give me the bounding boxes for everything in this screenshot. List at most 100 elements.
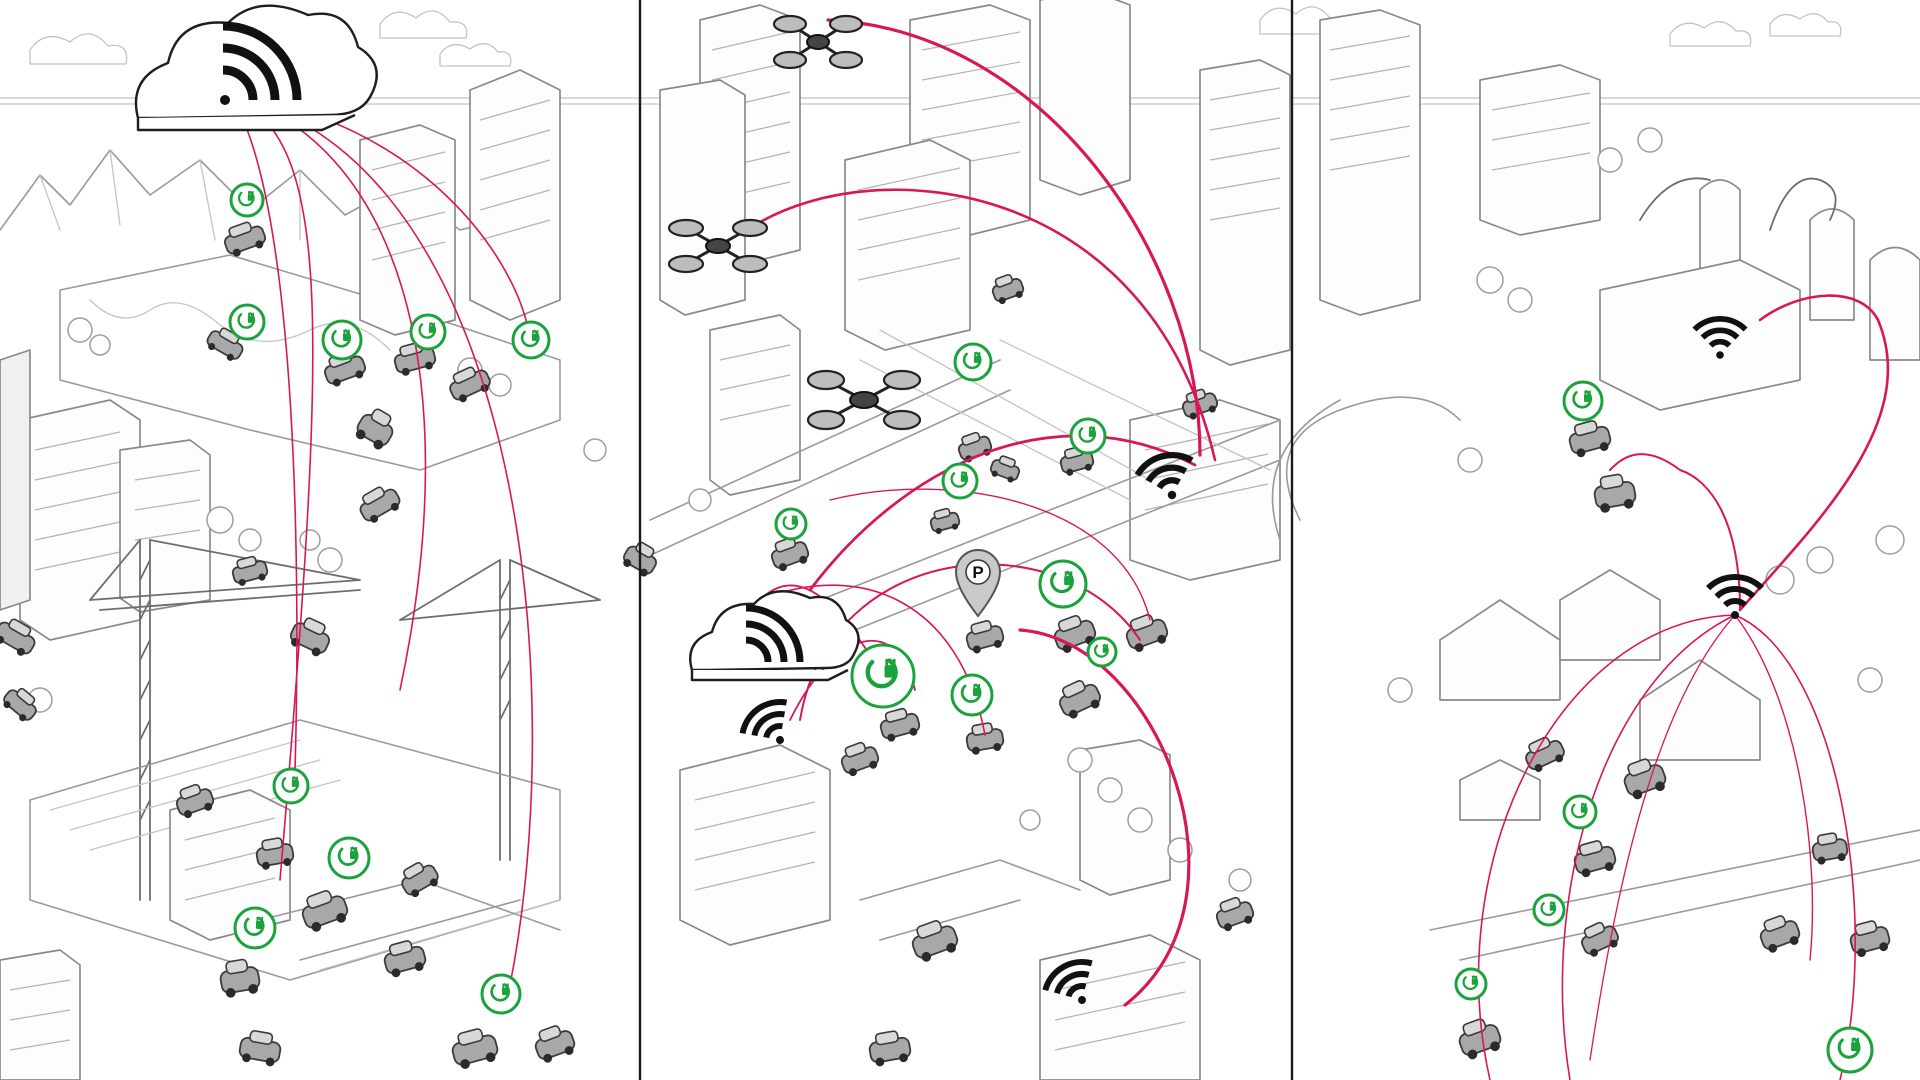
parking-letter: P [972, 563, 983, 582]
ev-charging-icon [1826, 1026, 1874, 1074]
car [965, 620, 1005, 654]
car [957, 431, 993, 463]
car [929, 507, 961, 535]
connection-line [829, 488, 1151, 621]
icon-layer: P [134, 4, 1874, 1074]
car [355, 408, 394, 450]
car [1215, 896, 1255, 932]
ev-charging-icon [480, 973, 522, 1015]
connection-line [1589, 614, 1736, 1061]
car [1593, 473, 1637, 513]
ev-charging-icon [272, 767, 310, 805]
wireless-signal-icons [739, 316, 1764, 1004]
car [965, 722, 1005, 755]
car [449, 366, 491, 403]
ev-charging-icon [327, 836, 371, 880]
wireless-cloud-icon [689, 590, 860, 682]
connection-line [1734, 614, 1814, 961]
connection-line [1018, 628, 1191, 1007]
ev-charging-icon [229, 182, 265, 218]
wireless-signal-icon [1134, 451, 1194, 500]
connection-line [1609, 453, 1741, 611]
car [1573, 840, 1617, 878]
car [255, 837, 295, 870]
car [383, 940, 427, 978]
car [451, 1028, 499, 1069]
wireless-signal-icon [739, 699, 788, 744]
car [238, 1030, 282, 1067]
ev-charging-icon [1562, 380, 1604, 422]
wireless-signal-icon [1692, 316, 1748, 359]
sky-clouds [29, 6, 1842, 67]
car [534, 1025, 576, 1063]
car [1181, 388, 1219, 420]
car [401, 861, 439, 898]
car [175, 783, 215, 819]
parking-pin-icon: P [954, 549, 1002, 618]
ev-charging-icon [228, 303, 266, 341]
connection-line [1738, 294, 1890, 612]
car [1759, 915, 1801, 953]
car [206, 327, 244, 361]
connection-line [229, 94, 298, 771]
ev-charging-icon [321, 319, 363, 361]
connection-line [1734, 614, 1857, 1080]
car [3, 687, 37, 722]
car [301, 890, 349, 932]
ev-charging-icon [1562, 794, 1598, 830]
car [359, 486, 401, 523]
car [1059, 679, 1101, 719]
panel-mountain-construction [0, 69, 607, 1080]
ev-charging-icons [228, 182, 1874, 1074]
car [224, 221, 266, 257]
ev-charging-icon [850, 643, 916, 709]
ev-charging-icon [950, 673, 994, 717]
car [1458, 1018, 1502, 1060]
car [231, 555, 269, 586]
ev-charging-icon [774, 507, 808, 541]
ev-charging-icon [953, 342, 993, 382]
connection-line [229, 94, 534, 986]
ev-charging-icon [233, 906, 277, 950]
car [840, 741, 880, 777]
drone-icon [667, 218, 769, 274]
car [868, 1030, 912, 1067]
car [879, 707, 921, 742]
wireless-signal-icon [1042, 959, 1093, 1004]
ev-charging-icon [1532, 893, 1566, 927]
car [1811, 832, 1849, 865]
wireless-signal-icon [1706, 574, 1764, 619]
ev-charging-icon [409, 313, 447, 351]
car [1849, 920, 1891, 958]
car [991, 274, 1025, 305]
wireless-cloud-icon [134, 4, 378, 132]
connection-line [826, 18, 1202, 457]
car [989, 455, 1021, 483]
drone-icon [772, 14, 864, 70]
ev-charging-icon [941, 462, 979, 500]
car [911, 920, 959, 962]
car [1125, 613, 1169, 652]
drone-icon [806, 369, 922, 431]
car [0, 618, 36, 656]
connection-line [753, 188, 1217, 462]
car [1059, 445, 1095, 476]
car [219, 958, 261, 998]
car [1623, 758, 1667, 800]
ev-charging-icon [1086, 636, 1118, 668]
ev-charging-icon [1069, 417, 1107, 455]
panel-industrial-suburb [1271, 9, 1920, 961]
car [1525, 736, 1565, 772]
ev-charging-icon [1454, 967, 1488, 1001]
ev-charging-icon [1038, 559, 1088, 609]
car [1581, 921, 1619, 957]
connection-line [808, 434, 1197, 592]
ev-charging-icon [511, 320, 551, 360]
car [770, 536, 810, 572]
car [1568, 420, 1612, 458]
vehicles-layer [0, 221, 1891, 1069]
trees-panel-2 [688, 488, 1252, 892]
car [289, 617, 331, 657]
